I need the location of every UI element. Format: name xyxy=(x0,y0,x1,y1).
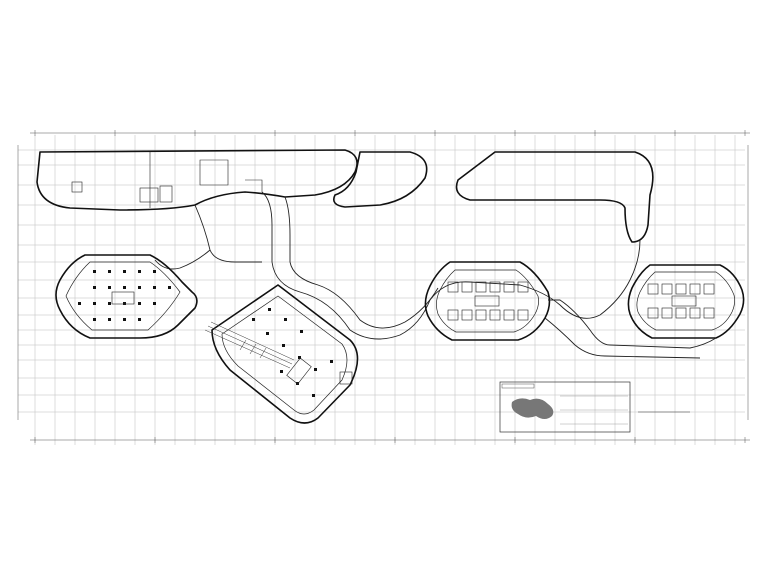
building-west xyxy=(55,254,198,339)
structural-columns-diagonal xyxy=(252,308,333,397)
key-plan xyxy=(499,381,631,433)
building-diagonal xyxy=(204,284,359,424)
building-north-west xyxy=(36,149,358,211)
structural-columns-west xyxy=(78,270,171,321)
building-tower-east xyxy=(627,264,745,339)
tower-east-rooms xyxy=(647,283,715,319)
tower-link xyxy=(544,299,717,359)
building-north-east xyxy=(455,151,654,243)
building-north-center xyxy=(332,151,428,208)
tower-center-rooms xyxy=(447,281,529,321)
key-plan-site-shape xyxy=(511,398,554,419)
ramp-hatch xyxy=(204,321,295,369)
building-tower-center xyxy=(424,261,551,341)
dimension-lines xyxy=(17,130,750,443)
internal-road xyxy=(154,191,641,340)
axis-grid xyxy=(18,135,745,445)
